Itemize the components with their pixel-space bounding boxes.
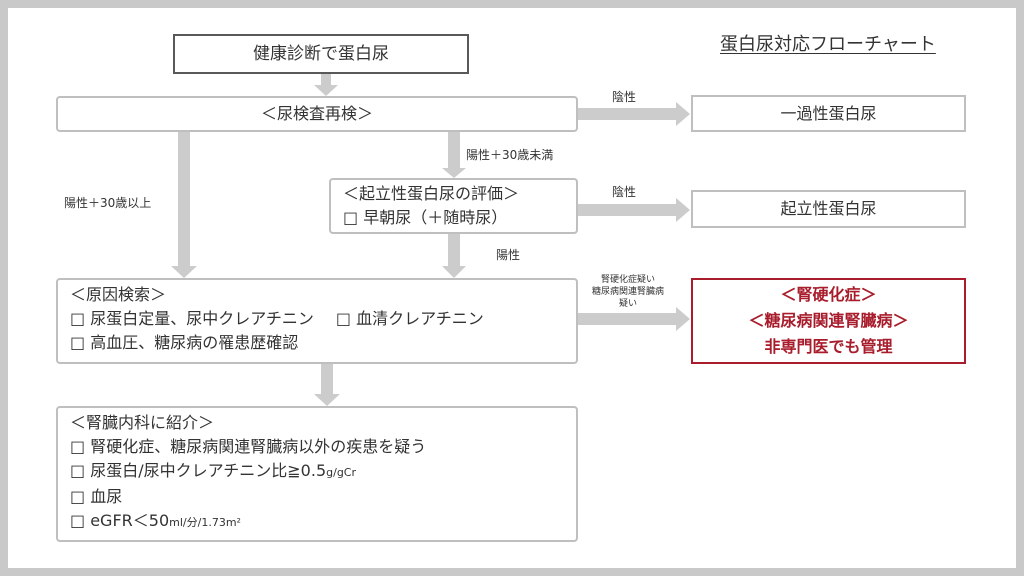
node-recheck-label: ＜尿検査再検＞ (260, 104, 373, 123)
node-referral-item2: □ 尿蛋白/尿中クレアチニン比≧0.5 (70, 461, 327, 480)
arrow-recheck-to-orthostatic (442, 132, 466, 178)
arrow-orthostatic-to-cause (442, 234, 466, 278)
node-cause-item1b: □ 血清クレアチニン (335, 309, 484, 328)
node-cause-item1: □ 尿蛋白定量、尿中クレアチニン (70, 309, 314, 328)
node-transient-label: 一過性蛋白尿 (780, 103, 877, 123)
arrow-layer (171, 72, 690, 406)
arrow-cause-to-nephro (578, 307, 690, 331)
node-orthostatic: 起立性蛋白尿 (691, 190, 966, 228)
node-orthostatic-eval-item: □ 早朝尿（＋随時尿） (343, 208, 508, 227)
arrow-cause-to-referral (314, 364, 340, 406)
edge-label-suspect-line3: 疑い (618, 299, 637, 309)
edge-label-suspect: 腎硬化症疑い 糖尿病関連腎臓病 疑い (580, 274, 676, 310)
edge-label-negative-1: 陰性 (612, 90, 637, 104)
edge-label-suspect-line1: 腎硬化症疑い (600, 275, 655, 285)
node-referral-item2-unit: g/gCr (326, 466, 357, 479)
node-cause-item2: □ 高血圧、糖尿病の罹患歴確認 (70, 333, 299, 352)
node-referral-item1: □ 腎硬化症、糖尿病関連腎臓病以外の疾患を疑う (70, 437, 427, 456)
node-recheck: ＜尿検査再検＞ (56, 96, 578, 132)
edge-label-positive: 陽性 (496, 248, 521, 262)
node-orthostatic-eval: ＜起立性蛋白尿の評価＞ □ 早朝尿（＋随時尿） (329, 178, 578, 234)
flowchart-canvas: 蛋白尿対応フローチャート 健康診断で蛋白尿 ＜尿検査再検＞ 一過性蛋白尿 ＜起立… (8, 8, 1016, 568)
node-referral-item3: □ 血尿 (70, 487, 123, 506)
node-referral: ＜腎臓内科に紹介＞ □ 腎硬化症、糖尿病関連腎臓病以外の疾患を疑う □ 尿蛋白/… (56, 406, 578, 542)
node-referral-item4-unit: ml/分/1.73m² (169, 516, 241, 529)
node-referral-item4: □ eGFR＜50 (70, 511, 170, 530)
node-orthostatic-label: 起立性蛋白尿 (780, 199, 877, 218)
chart-title: 蛋白尿対応フローチャート (720, 34, 936, 55)
arrow-orthostatic-eval-to-orthostatic (578, 198, 690, 222)
node-cause: ＜原因検索＞ □ 尿蛋白定量、尿中クレアチニン □ 血清クレアチニン □ 高血圧、… (56, 278, 578, 364)
node-nephro-line2: ＜糖尿病関連腎臓病＞ (748, 311, 909, 330)
arrow-recheck-to-transient (578, 102, 690, 126)
node-transient: 一過性蛋白尿 (691, 95, 966, 132)
arrow-checkup-to-recheck (314, 72, 338, 96)
edge-label-suspect-line2: 糖尿病関連腎臓病 (591, 287, 664, 297)
edge-label-positive-under30: 陽性＋30歳未満 (466, 148, 554, 162)
node-orthostatic-eval-title: ＜起立性蛋白尿の評価＞ (343, 184, 520, 203)
node-nephro-line3: 非専門医でも管理 (764, 337, 893, 356)
node-cause-title: ＜原因検索＞ (70, 285, 167, 304)
node-checkup: 健康診断で蛋白尿 (173, 34, 469, 74)
node-nephro-line1: ＜腎硬化症＞ (780, 285, 877, 304)
arrow-recheck-to-cause (171, 132, 197, 278)
node-nephro: ＜腎硬化症＞ ＜糖尿病関連腎臓病＞ 非専門医でも管理 (691, 278, 966, 364)
edge-label-negative-2: 陰性 (612, 185, 637, 199)
edge-label-positive-over30: 陽性＋30歳以上 (64, 196, 152, 210)
node-checkup-label: 健康診断で蛋白尿 (253, 44, 389, 64)
node-referral-title: ＜腎臓内科に紹介＞ (70, 413, 215, 432)
